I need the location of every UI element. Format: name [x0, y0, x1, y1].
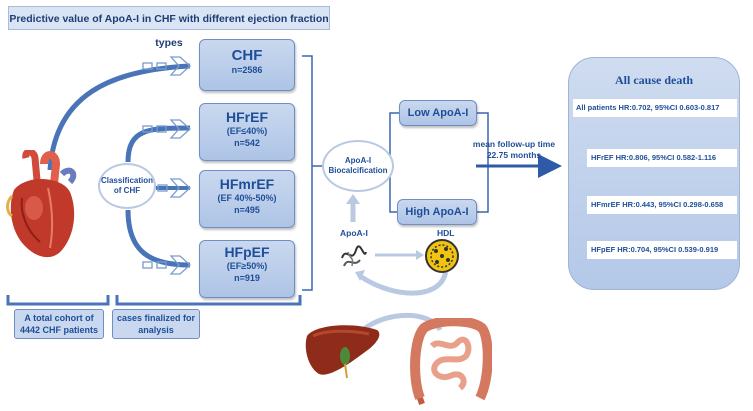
group-n: n=542: [234, 138, 260, 148]
group-detail: (EF 40%-50%): [217, 193, 277, 203]
group-name: HFmrEF: [219, 176, 275, 192]
group-detail: (EF≤40%): [226, 126, 268, 136]
cases-label: cases finalized for analysis: [112, 309, 200, 339]
group-box-hfpef: HFpEF (EF≥50%) n=919: [199, 240, 295, 298]
group-n: n=919: [234, 273, 260, 283]
result-stat: HR:0.806, 95%CI 0.582-1.116: [615, 153, 717, 162]
heart-illustration: [6, 150, 77, 258]
result-row: HFrEF HR:0.806, 95%CI 0.582-1.116: [587, 149, 737, 167]
dashed-arrows: [142, 56, 191, 275]
followup-line2: 22.75 months: [486, 150, 542, 160]
cohort-label: A total cohort of 4442 CHF patients: [14, 309, 104, 339]
result-group: All patients: [576, 103, 617, 112]
group-name: HFrEF: [226, 109, 268, 125]
result-stat: HR:0.702, 95%CI 0.603-0.817: [618, 103, 720, 112]
result-group: HFrEF: [591, 153, 614, 162]
high-apoa-label: High ApoA-I: [405, 206, 469, 218]
high-apoa-box: High ApoA-I: [397, 199, 477, 225]
intestine-illustration: [410, 318, 492, 405]
hdl-particle-icon: [425, 239, 459, 273]
group-n: n=495: [234, 205, 260, 215]
apoa-label: ApoA-I: [340, 228, 368, 238]
hdl-label: HDL: [437, 228, 455, 238]
result-group: HFmrEF: [591, 200, 621, 209]
result-group: HFpEF: [591, 245, 616, 254]
group-box-hfmref: HFmrEF (EF 40%-50%) n=495: [199, 170, 295, 228]
group-box-chf: CHF n=2586: [199, 39, 295, 91]
group-name: CHF: [231, 47, 263, 64]
group-n: n=2586: [231, 65, 263, 75]
followup-label: mean follow-up time 22.75 months: [470, 139, 558, 161]
result-row: HFmrEF HR:0.443, 95%CI 0.298-0.658: [587, 196, 737, 214]
apoa-node: ApoA-I Biocalcification: [322, 140, 394, 192]
group-detail: (EF≥50%): [226, 261, 268, 271]
classification-node: Classification of CHF: [98, 163, 156, 209]
result-row: HFpEF HR:0.704, 95%CI 0.539-0.919: [587, 241, 737, 259]
page-title: Predictive value of ApoA-I in CHF with d…: [8, 6, 330, 49]
outcome-title: All cause death: [615, 73, 693, 87]
apoa-molecule-icon: [341, 245, 367, 267]
liver-illustration: [305, 325, 380, 379]
result-stat: HR:0.704, 95%CI 0.539-0.919: [617, 245, 719, 254]
group-name: HFpEF: [224, 244, 270, 260]
result-row: All patients HR:0.702, 95%CI 0.603-0.817: [573, 99, 737, 117]
followup-line1: mean follow-up time: [472, 139, 556, 149]
low-apoa-box: Low ApoA-I: [399, 100, 477, 126]
group-box-hfref: HFrEF (EF≤40%) n=542: [199, 103, 295, 161]
low-apoa-label: Low ApoA-I: [407, 107, 469, 119]
result-stat: HR:0.443, 95%CI 0.298-0.658: [622, 200, 724, 209]
